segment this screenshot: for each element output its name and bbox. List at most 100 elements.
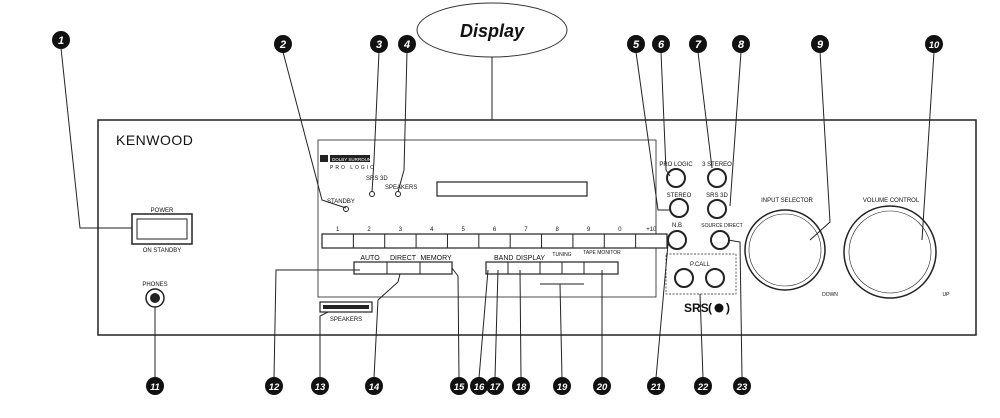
svg-text:16: 16: [474, 382, 485, 393]
band-key[interactable]: [486, 262, 508, 274]
preset-key-label: 2: [367, 227, 371, 233]
preset-key-9[interactable]: [573, 234, 604, 248]
svg-text:7: 7: [695, 39, 702, 51]
preset-key-label: 1: [336, 227, 340, 233]
svg-text:11: 11: [150, 382, 160, 393]
preset-key-5[interactable]: [447, 234, 478, 248]
preset-key-2[interactable]: [353, 234, 384, 248]
preset-key-label: 3: [399, 227, 403, 233]
srs-logo: SRS ( ): [684, 301, 730, 315]
front-panel: [97, 119, 977, 336]
volume-knob[interactable]: [843, 205, 937, 299]
svg-text:21: 21: [650, 382, 662, 393]
srs3d-indicator: [369, 191, 375, 197]
tuning-up-key[interactable]: [562, 262, 584, 274]
preset-key-11[interactable]: [636, 234, 667, 248]
svg-text:1: 1: [58, 35, 64, 47]
callout-21: 21: [647, 377, 665, 395]
p-call-label: P.CALL: [690, 262, 711, 268]
input-selector-knob[interactable]: [744, 209, 826, 291]
band-key-label: BAND: [494, 255, 513, 262]
svg-text:14: 14: [369, 382, 380, 393]
svg-text:5: 5: [633, 39, 640, 51]
preset-key-3[interactable]: [385, 234, 416, 248]
brand-logo: KENWOOD: [116, 132, 193, 148]
speakers-indicator-label: SPEAKERS: [385, 185, 417, 191]
callout-8: 8: [732, 35, 750, 53]
callout-6: 6: [652, 35, 670, 53]
preset-key-4[interactable]: [416, 234, 447, 248]
tape-monitor-key[interactable]: [584, 262, 618, 274]
callout-1: 1: [52, 31, 70, 49]
callout-2: 2: [274, 35, 292, 53]
svg-text:SRS: SRS: [684, 301, 709, 315]
preset-key-6[interactable]: [479, 234, 510, 248]
svg-text:19: 19: [557, 382, 568, 393]
volume-up-label: UP: [943, 292, 951, 298]
nb-button[interactable]: [667, 230, 687, 250]
input-selector: INPUT SELECTOR: [744, 198, 826, 291]
callout-5: 5: [627, 35, 645, 53]
preset-key-10[interactable]: [604, 234, 635, 248]
svg-text:6: 6: [658, 39, 665, 51]
svg-text:23: 23: [736, 382, 748, 393]
phones-section: PHONES: [142, 282, 168, 308]
preset-key-label: 5: [461, 227, 465, 233]
callout-20: 20: [593, 377, 611, 395]
power-section: POWER ON STANDBY: [131, 208, 193, 254]
callout-13: 13: [311, 377, 329, 395]
callout-12: 12: [265, 377, 283, 395]
preset-key-8[interactable]: [542, 234, 573, 248]
svg-text:15: 15: [454, 382, 465, 393]
p-call-up-button[interactable]: [705, 268, 725, 288]
tuning-key-label: TUNING: [552, 252, 571, 258]
leader-lines: [60, 47, 935, 379]
preset-key-7[interactable]: [510, 234, 541, 248]
preset-key-1[interactable]: [322, 234, 353, 248]
power-label: POWER: [151, 208, 174, 214]
stereo-button[interactable]: [669, 198, 689, 218]
display-window: [436, 181, 588, 197]
svg-text:20: 20: [596, 382, 608, 393]
callout-9: 9: [811, 35, 829, 53]
svg-text:SOURCE DIRECT: SOURCE DIRECT: [701, 223, 742, 229]
callout-4: 4: [398, 35, 416, 53]
auto-key[interactable]: [354, 262, 387, 274]
display-key[interactable]: [508, 262, 540, 274]
volume-control: VOLUME CONTROL DOWN UP: [822, 198, 951, 299]
svg-text:8: 8: [738, 39, 745, 51]
svg-text:PRO LOGIC: PRO LOGIC: [330, 165, 376, 171]
callout-14: 14: [365, 377, 383, 395]
callout-7: 7: [689, 35, 707, 53]
srs3d-button[interactable]: [707, 199, 727, 219]
svg-text:): ): [726, 301, 730, 315]
svg-text:17: 17: [490, 382, 501, 393]
tuning-down-key[interactable]: [540, 262, 562, 274]
srs3d-indicator-label: SRS 3D: [366, 176, 388, 182]
callout-17: 17: [486, 377, 504, 395]
direct-key-label: DIRECT: [390, 255, 417, 262]
svg-text:N.B: N.B: [672, 223, 682, 229]
preset-key-label: +10: [646, 227, 657, 233]
pro-logic-button[interactable]: [666, 168, 686, 188]
preset-key-label: 8: [556, 227, 560, 233]
callout-23: 23: [733, 377, 751, 395]
display-callout-label: Display: [460, 21, 525, 41]
svg-text:3: 3: [376, 39, 382, 51]
phones-label: PHONES: [142, 282, 167, 288]
volume-down-label: DOWN: [822, 292, 838, 298]
svg-text:SRS 3D: SRS 3D: [706, 193, 728, 199]
source-direct-button[interactable]: [710, 230, 730, 250]
memory-key[interactable]: [420, 262, 452, 274]
three-stereo-button[interactable]: [707, 168, 727, 188]
svg-text:4: 4: [403, 39, 410, 51]
speakers-indicator: [395, 191, 401, 197]
callout-19: 19: [553, 377, 571, 395]
direct-key[interactable]: [387, 262, 420, 274]
p-call-down-button[interactable]: [674, 268, 694, 288]
preset-key-label: 6: [493, 227, 497, 233]
callout-11: 11: [146, 377, 164, 395]
svg-text:DOLBY SURROUND: DOLBY SURROUND: [332, 157, 375, 162]
